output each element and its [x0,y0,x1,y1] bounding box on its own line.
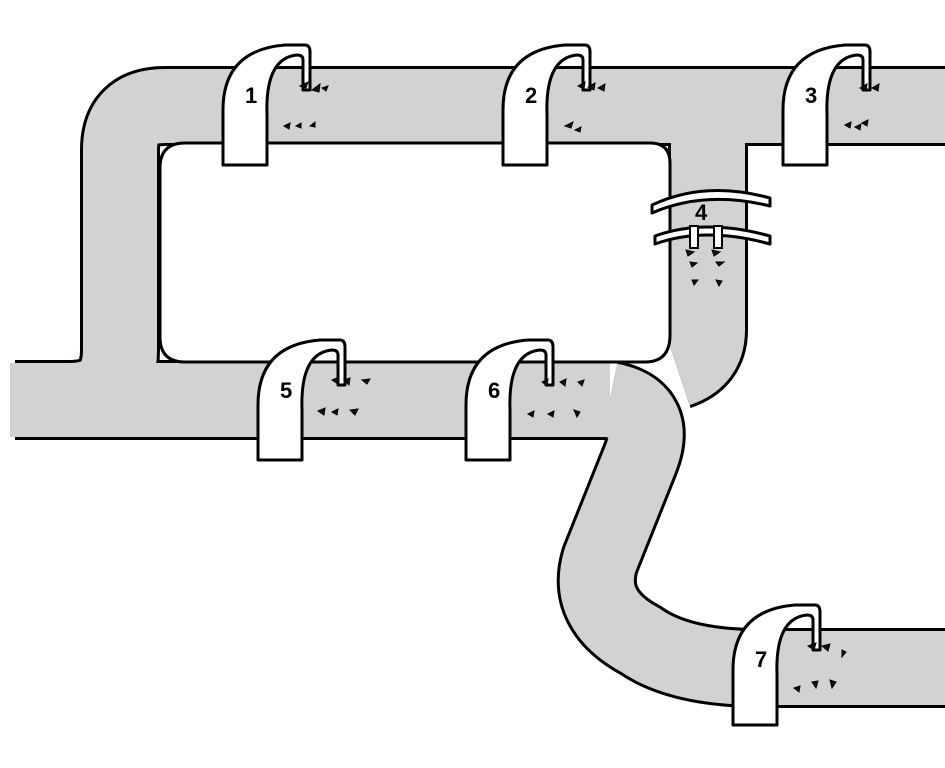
debris-speck [711,249,722,257]
debris-speck [343,377,351,387]
clamp-7-band [731,603,822,727]
debris-speck [308,120,316,128]
debris-speck [715,279,723,288]
debris-speck [573,409,581,419]
debris-speck [715,261,726,267]
debris-speck [829,679,837,690]
debris-speck [316,407,326,416]
debris-speck [820,643,831,652]
debris-speck [860,119,869,127]
pipe-s-bend [559,363,945,705]
clamp-4-upper-band [650,188,772,215]
clamp-2-band [501,43,592,167]
debris-speck [559,378,567,387]
pipe-vertical-branch [664,106,745,406]
debris-speck [577,379,585,387]
debris-speck [320,85,329,92]
clamp-3-band [781,43,872,167]
clamp-2-label: 2 [525,83,537,108]
debris-speck [843,121,852,129]
debris-speck [576,81,586,90]
debris-speck [792,685,801,693]
clamp-6: 6 [464,338,555,462]
debris-speck [853,123,862,131]
debris-speck [298,81,309,89]
pipe-network [10,66,945,708]
clamp-5: 5 [256,338,347,462]
debris-particles [282,81,880,693]
clamp-1: 1 [221,43,312,167]
clamp-5-label: 5 [280,378,292,403]
debris-speck [586,82,596,91]
debris-speck [841,649,847,659]
debris-speck [858,83,868,92]
clamp-3: 3 [781,43,872,167]
debris-speck [282,122,291,130]
debris-speck [294,122,302,129]
debris-speck [811,680,819,690]
debris-speck [546,410,555,418]
clamp-7-label: 7 [755,647,767,672]
clamp-4-tab-right [713,225,723,249]
debris-speck [685,249,696,257]
clamp-4: 4 [650,188,772,249]
debris-speck [310,82,321,93]
debris-speck [360,378,371,385]
clamp-5-band [256,338,347,462]
debris-speck [689,261,699,268]
debris-speck [563,121,574,129]
clamp-2: 2 [501,43,592,167]
debris-speck [596,83,606,92]
clamp-4-label: 4 [695,200,708,225]
clamp-1-band [221,43,312,167]
clamp-6-band [464,338,555,462]
debris-speck [806,642,817,651]
debris-speck [330,376,340,385]
debris-speck [541,378,549,387]
debris-speck [573,126,582,133]
clamp-7: 7 [731,603,822,727]
debris-speck [870,83,880,92]
clamp-3-label: 3 [805,83,817,108]
debris-speck [330,408,339,416]
debris-speck [348,408,359,416]
clamp-4-tab-left [689,225,699,249]
clamp-6-label: 6 [488,378,500,403]
loop-inner-hole [158,141,672,364]
debris-speck [526,410,535,418]
debris-speck [691,279,700,286]
clamp-1-label: 1 [245,83,257,108]
